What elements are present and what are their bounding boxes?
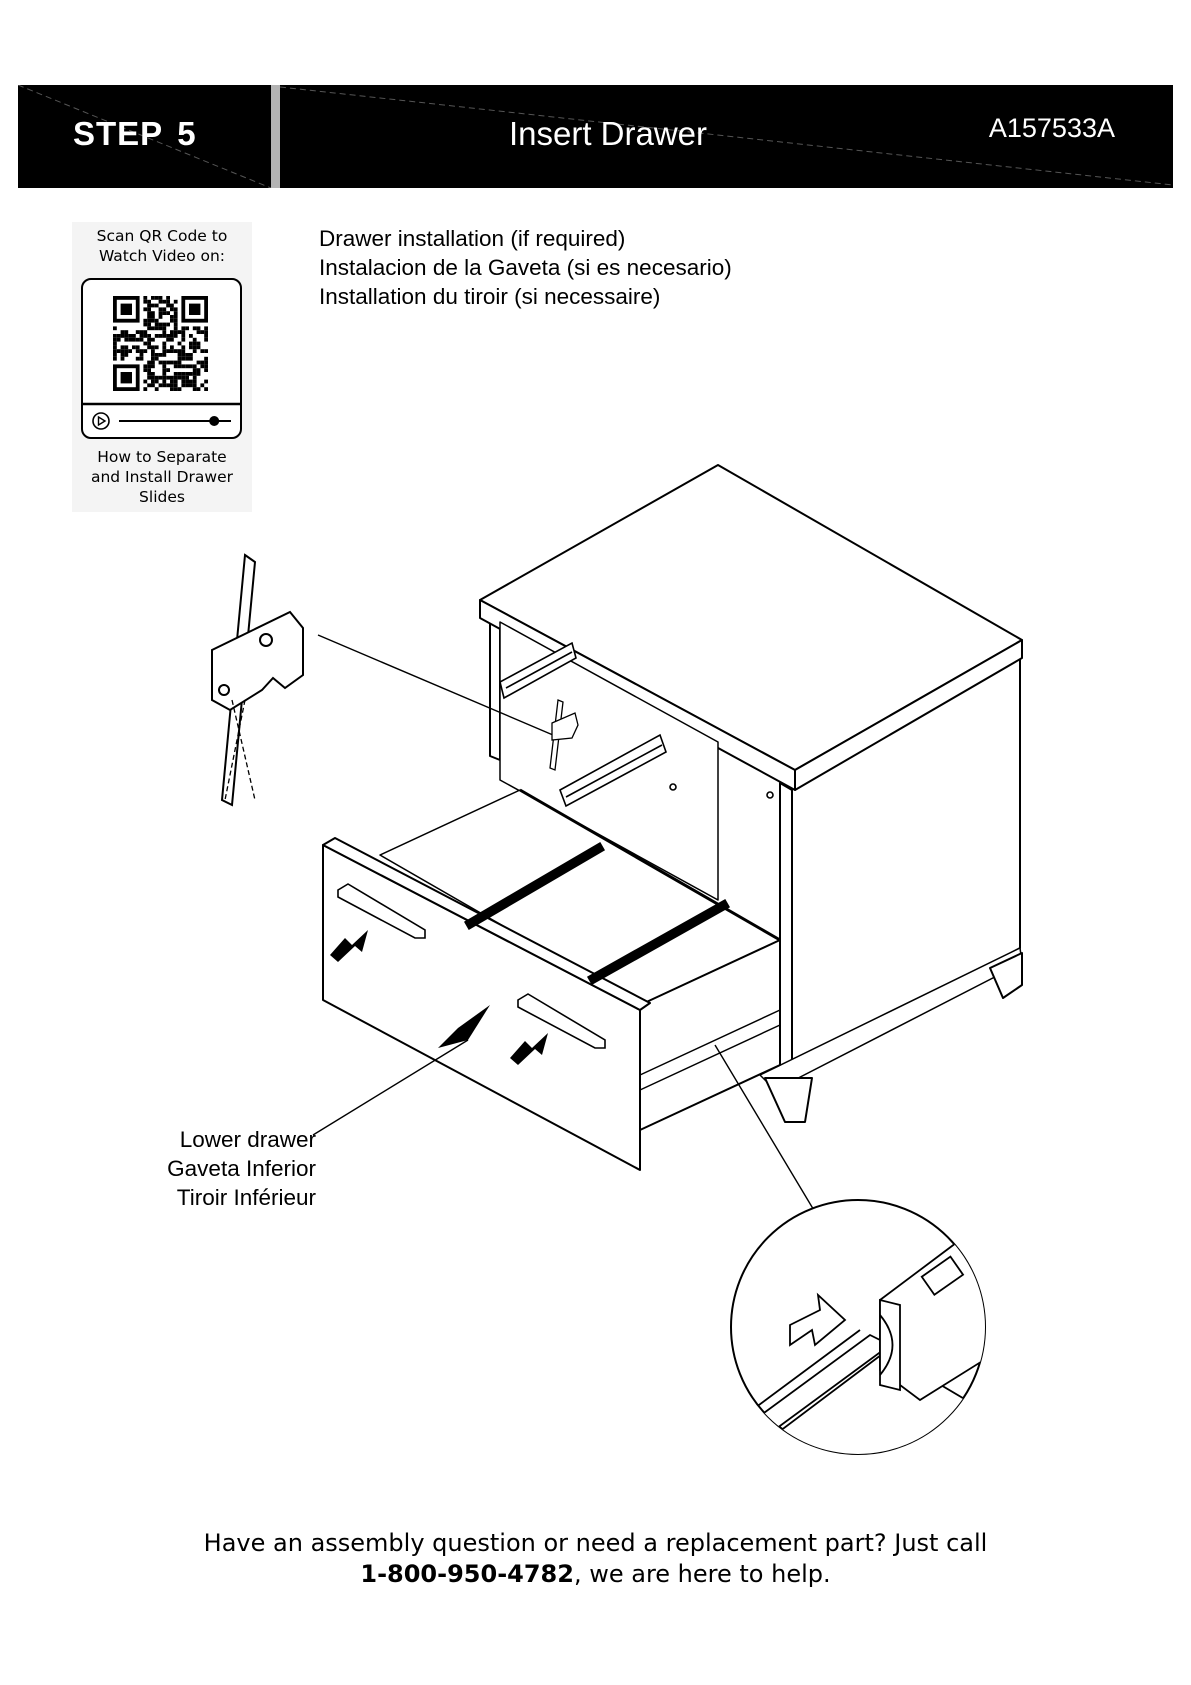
footer-line2: 1-800-950-4782, we are here to help. xyxy=(0,1559,1191,1590)
qr-caption-bottom-line1: How to Separate xyxy=(97,448,227,466)
qr-video-panel: Scan QR Code to Watch Video on: How to S… xyxy=(72,222,252,512)
lower-drawer-label: Lower drawer Gaveta Inferior Tiroir Infé… xyxy=(167,1125,316,1212)
step-label: STEP 5 xyxy=(73,115,197,153)
file-rail-right xyxy=(586,898,731,986)
callout-en: Lower drawer xyxy=(179,1127,316,1152)
qr-caption-top: Scan QR Code to Watch Video on: xyxy=(72,226,252,266)
step-title: Insert Drawer xyxy=(508,115,708,152)
leg-front xyxy=(764,1077,813,1123)
bracket-leader-line xyxy=(317,634,561,739)
push-arrow-icon-2 xyxy=(510,1033,548,1065)
qr-video-card[interactable] xyxy=(81,278,242,439)
push-arrow-icon-3 xyxy=(438,1005,490,1048)
instruction-fr: Installation du tiroir (si necessaire) xyxy=(319,284,661,309)
drawer-leader-line xyxy=(312,1039,469,1136)
drawer-handle-left xyxy=(337,883,426,939)
step-word: STEP xyxy=(73,115,164,152)
drawer-handle-right xyxy=(517,993,606,1049)
footer-line1: Have an assembly question or need a repl… xyxy=(203,1529,988,1557)
step-header: STEP 5 Insert Drawer A157533A xyxy=(18,85,1173,188)
video-progress-knob xyxy=(209,416,220,426)
file-rail-left xyxy=(463,841,606,931)
phone-number-link[interactable]: 1-800-950-4782 xyxy=(360,1560,574,1588)
model-code: A157533A xyxy=(988,113,1115,143)
callout-es: Gaveta Inferior xyxy=(167,1156,316,1181)
middle-drawer-slide xyxy=(559,733,667,808)
insert-arrow-icon xyxy=(789,1292,847,1347)
qr-code-icon xyxy=(83,295,240,430)
instruction-es: Instalacion de la Gaveta (si es necesari… xyxy=(319,255,732,280)
qr-caption-bottom: How to Separate and Install Drawer Slide… xyxy=(72,447,252,507)
footer-line2-rest: , we are here to help. xyxy=(573,1560,831,1588)
qr-caption-top-line1: Scan QR Code to xyxy=(96,227,228,245)
qr-caption-top-line2: Watch Video on: xyxy=(98,247,226,265)
callout-fr: Tiroir Inférieur xyxy=(176,1185,316,1210)
header-decoration-lines xyxy=(18,85,1173,188)
leg-back-right xyxy=(989,952,1023,999)
slide-detail-inset xyxy=(730,1199,986,1455)
help-footer: Have an assembly question or need a repl… xyxy=(0,1528,1191,1590)
bracket-detail xyxy=(211,553,304,807)
slide-detail-leader-line xyxy=(714,1044,816,1213)
play-icon xyxy=(92,412,110,430)
instruction-en: Drawer installation (if required) xyxy=(319,226,626,251)
assembly-illustration xyxy=(211,464,1023,1455)
push-arrow-icon-1 xyxy=(330,930,368,962)
qr-caption-bottom-line2: and Install Drawer xyxy=(90,468,234,486)
step-number: 5 xyxy=(177,115,197,152)
instruction-text: Drawer installation (if required) Instal… xyxy=(319,224,732,311)
qr-caption-bottom-line3: Slides xyxy=(139,488,185,506)
header-divider xyxy=(271,85,280,188)
